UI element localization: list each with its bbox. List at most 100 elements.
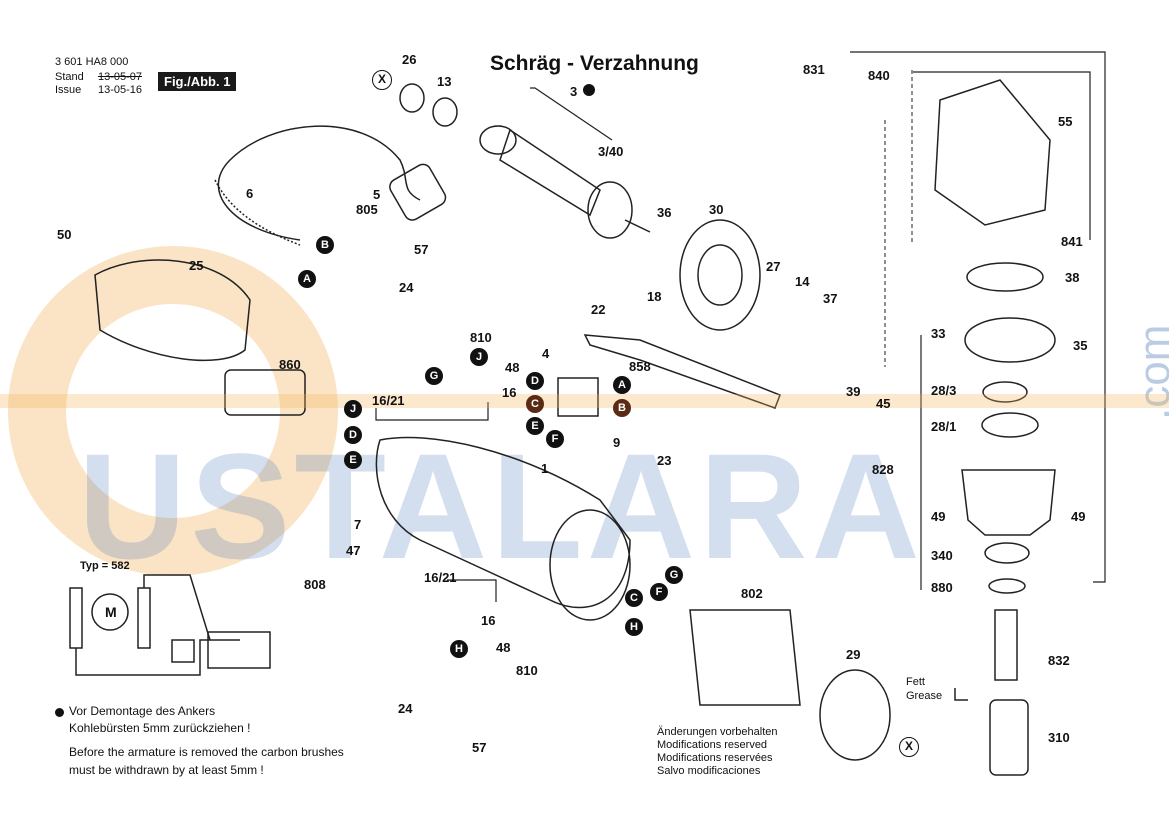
label-39: 39 [846,384,861,399]
label-310: 310 [1048,730,1070,745]
part-828 [961,469,1056,536]
label-25: 25 [189,258,204,273]
part-802-field [689,609,801,706]
part-13 [432,97,458,127]
label-22: 22 [591,302,606,317]
part-4 [557,377,599,417]
grease-de: Fett [906,676,925,688]
part-1-housing [375,436,631,609]
label-810-bottom: 810 [516,663,538,678]
marker-x-top: X [372,70,392,90]
note-en-line2: must be withdrawn by at least 5mm ! [69,763,264,777]
marker-f-brush: F [546,430,564,448]
diagram-title: Schräg - Verzahnung [490,52,699,75]
part-35 [964,317,1056,363]
part-832-spindle [994,609,1018,681]
label-858: 858 [629,359,651,374]
label-16-21-top: 16/21 [372,393,405,408]
wiring-schematic [69,574,271,676]
part-28-3 [982,381,1028,403]
marker-g-switch: G [425,367,443,385]
label-9: 9 [613,435,621,450]
label-35: 35 [1073,338,1088,353]
part-22-lever [583,334,781,409]
label-48-top: 48 [505,360,520,375]
marker-c-brush: C [526,395,544,413]
marker-j-switch: J [470,348,488,366]
modifications-notice: Änderungen vorbehalten Modifications res… [657,726,777,778]
label-7: 7 [354,517,362,532]
issue-date: 13-05-16 [98,84,143,96]
label-802: 802 [741,586,763,601]
mods-de: Änderungen vorbehalten [657,726,778,738]
label-55: 55 [1058,114,1073,129]
note-bullet [55,708,64,717]
label-18: 18 [647,289,662,304]
label-45: 45 [876,396,891,411]
label-48-bottom: 48 [496,640,511,655]
label-3-40: 3/40 [598,144,624,159]
label-808: 808 [304,577,326,592]
label-47: 47 [346,543,361,558]
power-cable [217,125,421,241]
label-860: 860 [279,357,301,372]
label-5: 5 [373,187,381,202]
marker-dot-3 [583,84,595,96]
label-24-bottom: 24 [398,701,413,716]
label-840: 840 [868,68,890,83]
label-1: 1 [541,461,549,476]
label-49-left: 49 [931,509,946,524]
label-880: 880 [931,580,953,595]
label-4: 4 [542,346,550,361]
figure-label: Fig./Abb. 1 [158,72,237,91]
label-3: 3 [570,84,578,99]
label-26: 26 [402,52,417,67]
marker-e-brush: E [526,417,544,435]
marker-b-cable: B [316,236,334,254]
label-14: 14 [795,274,810,289]
part-340 [984,542,1030,564]
grease-en: Grease [906,690,943,702]
motor-symbol: M [105,604,117,620]
label-16-21-bottom: 16/21 [424,570,457,585]
label-13: 13 [437,74,452,89]
marker-b-brush: B [613,399,631,417]
label-50: 50 [57,227,72,242]
part-310 [989,699,1029,776]
part-38-bevel [966,262,1044,292]
label-28-3: 28/3 [931,383,957,398]
part-30 [679,219,761,331]
part-29 [819,669,891,761]
marker-j-860: J [344,400,362,418]
part-25-housing [94,259,251,362]
marker-h-lower: H [450,640,468,658]
label-57-top: 57 [414,242,429,257]
typ-label: Typ = 582 [80,560,130,572]
part-26 [399,83,425,113]
label-832: 832 [1048,653,1070,668]
label-33: 33 [931,326,946,341]
mods-en: Modifications reserved [657,739,768,751]
label-841: 841 [1061,234,1083,249]
label-28-1: 28/1 [931,419,957,434]
label-831: 831 [803,62,825,77]
note-en-line1: Before the armature is removed the carbo… [69,745,344,759]
marker-e-860: E [344,451,362,469]
label-37: 37 [823,291,838,306]
marker-f-field: F [650,583,668,601]
label-810-top: 810 [470,330,492,345]
label-6: 6 [246,186,254,201]
marker-g-field: G [665,566,683,584]
label-38: 38 [1065,270,1080,285]
marker-a-cable: A [298,270,316,288]
marker-a-brush: A [613,376,631,394]
plug [389,163,447,221]
watermark-text: USTALARA [78,422,924,590]
mods-es: Salvo modificaciones [657,765,761,777]
part-860-switch [224,369,306,416]
label-340: 340 [931,548,953,563]
label-57-bottom: 57 [472,740,487,755]
label-49-right: 49 [1071,509,1086,524]
